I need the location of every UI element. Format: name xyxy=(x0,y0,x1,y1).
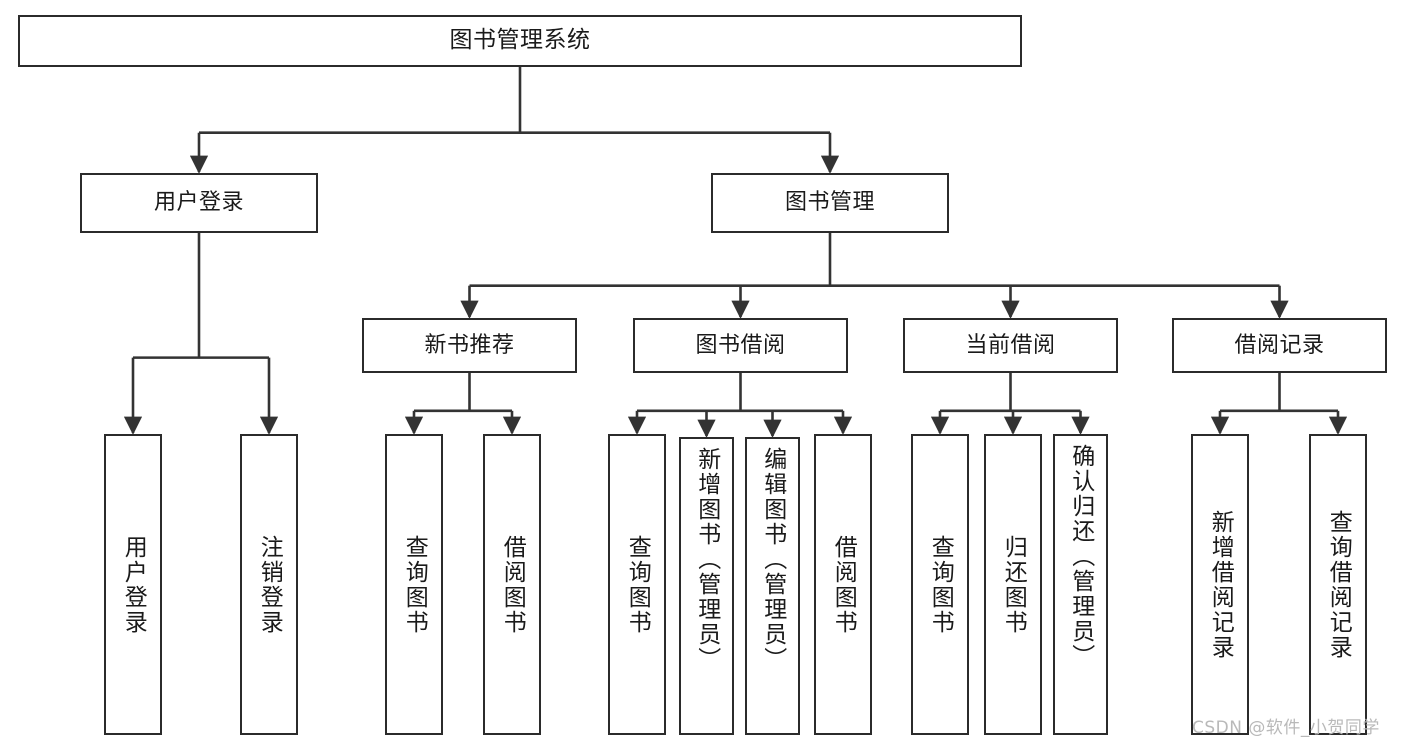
node-label: 借阅图书 xyxy=(499,534,526,635)
node-l3a2[interactable]: 注销登录 xyxy=(240,434,298,735)
node-l3c1[interactable]: 查询图书 xyxy=(608,434,666,735)
node-label: 归还图书 xyxy=(1000,534,1027,635)
node-l3c2[interactable]: 新增图书（管理员） xyxy=(679,437,734,735)
node-l1b[interactable]: 图书管理 xyxy=(711,173,949,233)
node-label: 查询图书 xyxy=(401,534,428,635)
node-l3c3[interactable]: 编辑图书（管理员） xyxy=(745,437,800,735)
node-label: 新增图书（管理员） xyxy=(693,447,720,672)
node-l2c[interactable]: 当前借阅 xyxy=(903,318,1118,373)
node-label: 图书管理 xyxy=(784,190,875,216)
node-l3a1[interactable]: 用户登录 xyxy=(104,434,162,735)
node-l3c4[interactable]: 借阅图书 xyxy=(814,434,872,735)
node-l3d3[interactable]: 确认归还（管理员） xyxy=(1053,434,1108,735)
node-root[interactable]: 图书管理系统 xyxy=(18,15,1022,67)
node-l3b1[interactable]: 查询图书 xyxy=(385,434,443,735)
node-l1a[interactable]: 用户登录 xyxy=(80,173,318,233)
node-l2d[interactable]: 借阅记录 xyxy=(1172,318,1387,373)
node-label: 查询图书 xyxy=(624,534,651,635)
node-label: 查询图书 xyxy=(927,534,954,635)
node-label: 当前借阅 xyxy=(965,332,1056,358)
node-l3b2[interactable]: 借阅图书 xyxy=(483,434,541,735)
node-label: 新增借阅记录 xyxy=(1207,509,1234,660)
node-label: 注销登录 xyxy=(256,534,283,635)
node-label: 查询借阅记录 xyxy=(1325,509,1352,660)
node-label: 新书推荐 xyxy=(424,332,515,358)
node-label: 借阅图书 xyxy=(830,534,857,635)
node-label: 图书管理系统 xyxy=(449,27,591,54)
node-l3d2[interactable]: 归还图书 xyxy=(984,434,1042,735)
node-label: 编辑图书（管理员） xyxy=(759,447,786,672)
node-label: 借阅记录 xyxy=(1234,332,1325,358)
node-label: 确认归还（管理员） xyxy=(1067,444,1094,669)
csdn-watermark: CSDN @软件_小贺同学 xyxy=(1192,718,1380,738)
node-l3e2[interactable]: 查询借阅记录 xyxy=(1309,434,1367,735)
node-l3d1[interactable]: 查询图书 xyxy=(911,434,969,735)
node-l2b[interactable]: 图书借阅 xyxy=(633,318,848,373)
node-label: 用户登录 xyxy=(120,534,147,635)
node-l2a[interactable]: 新书推荐 xyxy=(362,318,577,373)
node-label: 图书借阅 xyxy=(695,332,786,358)
node-label: 用户登录 xyxy=(153,190,244,216)
node-l3e1[interactable]: 新增借阅记录 xyxy=(1191,434,1249,735)
